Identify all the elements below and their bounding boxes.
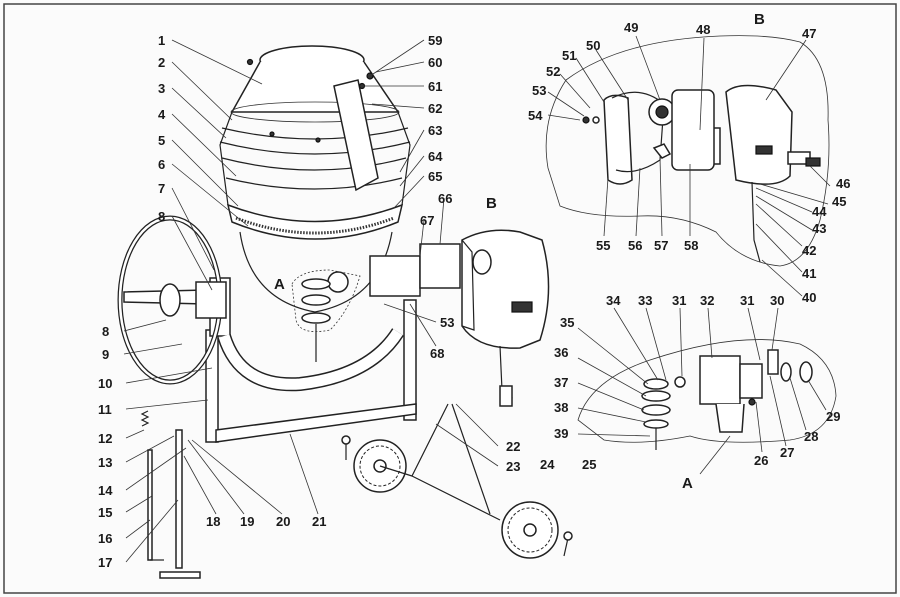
label-42: 42 (802, 243, 816, 258)
label-11: 11 (98, 402, 112, 417)
label-26: 26 (754, 453, 768, 468)
page-frame (3, 3, 897, 594)
label-55: 55 (596, 238, 610, 253)
label-64: 64 (428, 149, 443, 164)
label-14: 14 (98, 483, 113, 498)
label-33: 33 (638, 293, 652, 308)
label-13: 13 (98, 455, 112, 470)
label-detail-a: A (682, 475, 693, 492)
label-47: 47 (802, 26, 816, 41)
label-detail-b: B (754, 11, 765, 28)
label-45: 45 (832, 194, 846, 209)
detail-b-motor-exploded (545, 35, 830, 267)
label-2: 2 (158, 55, 165, 70)
label-38: 38 (554, 400, 568, 415)
label-32: 32 (700, 293, 714, 308)
label-22: 22 (506, 439, 520, 454)
label-54: 54 (528, 108, 543, 123)
label-23: 23 (506, 459, 520, 474)
mixer-drum (219, 45, 411, 313)
label-18: 18 (206, 514, 220, 529)
label-detail-a-main: A (274, 276, 285, 293)
label-67: 67 (420, 213, 434, 228)
label-44: 44 (812, 204, 827, 219)
label-15: 15 (98, 505, 112, 520)
label-43: 43 (812, 221, 826, 236)
label-8: 8 (158, 209, 165, 224)
mixer-stand (140, 277, 417, 579)
label-62: 62 (428, 101, 442, 116)
label-34: 34 (606, 293, 621, 308)
leader-lines (123, 35, 831, 563)
label-65: 65 (428, 169, 442, 184)
label-17: 17 (98, 555, 112, 570)
label-46: 46 (836, 176, 850, 191)
label-61: 61 (428, 79, 442, 94)
label-41: 41 (802, 266, 816, 281)
label-29: 29 (826, 409, 840, 424)
motor-housing (461, 229, 550, 407)
label-16: 16 (98, 531, 112, 546)
label-37: 37 (554, 375, 568, 390)
label-25: 25 (582, 457, 596, 472)
label-12: 12 (98, 431, 112, 446)
wheels (341, 403, 573, 559)
label-10: 10 (98, 376, 112, 391)
label-27: 27 (780, 445, 794, 460)
label-68: 68 (430, 346, 444, 361)
label-52: 52 (546, 64, 560, 79)
label-8b: 8 (102, 324, 109, 339)
label-20: 20 (276, 514, 290, 529)
label-59: 59 (428, 33, 442, 48)
label-60: 60 (428, 55, 442, 70)
label-49: 49 (624, 20, 638, 35)
label-detail-b-main: B (486, 195, 497, 212)
label-63: 63 (428, 123, 442, 138)
label-28: 28 (804, 429, 818, 444)
label-4: 4 (158, 107, 166, 122)
label-7: 7 (158, 181, 165, 196)
label-57: 57 (654, 238, 668, 253)
label-5: 5 (158, 133, 165, 148)
label-40: 40 (802, 290, 816, 305)
label-36: 36 (554, 345, 568, 360)
label-24: 24 (540, 457, 555, 472)
label-56: 56 (628, 238, 642, 253)
label-9: 9 (102, 347, 109, 362)
label-19: 19 (240, 514, 254, 529)
label-21: 21 (312, 514, 326, 529)
label-6: 6 (158, 157, 165, 172)
label-53b: 53 (440, 315, 454, 330)
label-48: 48 (696, 22, 710, 37)
label-30: 30 (770, 293, 784, 308)
label-31a: 31 (672, 293, 686, 308)
label-1: 1 (158, 33, 165, 48)
part-number-labels: 1 2 3 4 5 6 7 8 8 9 10 11 12 13 14 15 16… (98, 11, 850, 570)
label-58: 58 (684, 238, 698, 253)
label-3: 3 (158, 81, 165, 96)
label-39: 39 (554, 426, 568, 441)
label-31b: 31 (740, 293, 754, 308)
label-35: 35 (560, 315, 574, 330)
detail-a-gearbox-exploded (577, 339, 837, 450)
label-66: 66 (438, 191, 452, 206)
gearbox-assembly (301, 243, 461, 362)
label-50: 50 (586, 38, 600, 53)
label-51: 51 (562, 48, 576, 63)
label-53a: 53 (532, 83, 546, 98)
